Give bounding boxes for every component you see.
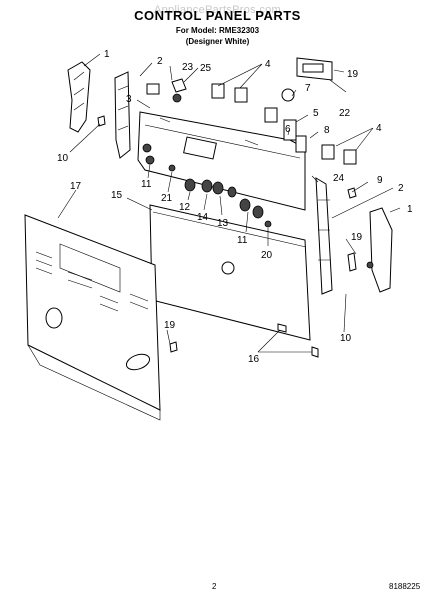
callout-16: 16 [248, 354, 260, 365]
callout-15: 15 [111, 190, 123, 201]
callout-19c: 19 [164, 320, 176, 331]
model-line: For Model: RME32303 [175, 26, 260, 35]
callout-1b: 1 [407, 204, 413, 215]
watermark: AppliancePartsPros.com [153, 4, 282, 16]
callout-9: 9 [377, 175, 383, 186]
callout-2b: 2 [398, 183, 404, 194]
callout-4b: 4 [376, 123, 382, 134]
callout-19: 19 [347, 69, 359, 80]
callout-8: 8 [324, 125, 330, 136]
callout-17: 17 [70, 181, 82, 192]
callout-3: 3 [126, 94, 132, 105]
part-2-left-bracket [114, 71, 131, 159]
callout-25: 25 [200, 63, 212, 74]
callout-22: 22 [339, 108, 351, 119]
callout-1: 1 [104, 49, 110, 60]
callout-11: 11 [141, 179, 152, 190]
callout-7: 7 [305, 83, 311, 94]
callout-14: 14 [197, 212, 209, 223]
doc-number: 8188225 [389, 582, 421, 591]
callout-6: 6 [285, 124, 291, 135]
page-number: 2 [212, 582, 217, 591]
callout-10: 10 [57, 153, 69, 164]
callout-20: 20 [261, 250, 273, 261]
callout-5: 5 [313, 108, 319, 119]
callout-21: 21 [161, 193, 173, 204]
variant-line: (Designer White) [185, 37, 250, 46]
part-17-rear-cover [24, 214, 161, 411]
part-2-right-bracket [315, 177, 333, 295]
callout-19b: 19 [351, 232, 363, 243]
callout-2: 2 [157, 56, 163, 67]
diagram-title: CONTROL PANEL PARTS [134, 8, 301, 23]
part-1-left-endcap [67, 61, 91, 133]
callout-10b: 10 [340, 333, 352, 344]
callout-23: 23 [182, 62, 194, 73]
callout-13: 13 [217, 218, 229, 229]
callout-11b: 11 [237, 235, 248, 246]
part-1-right-endcap [369, 207, 393, 293]
callout-24: 24 [333, 173, 345, 184]
callout-4: 4 [265, 59, 271, 70]
callout-12: 12 [179, 202, 191, 213]
